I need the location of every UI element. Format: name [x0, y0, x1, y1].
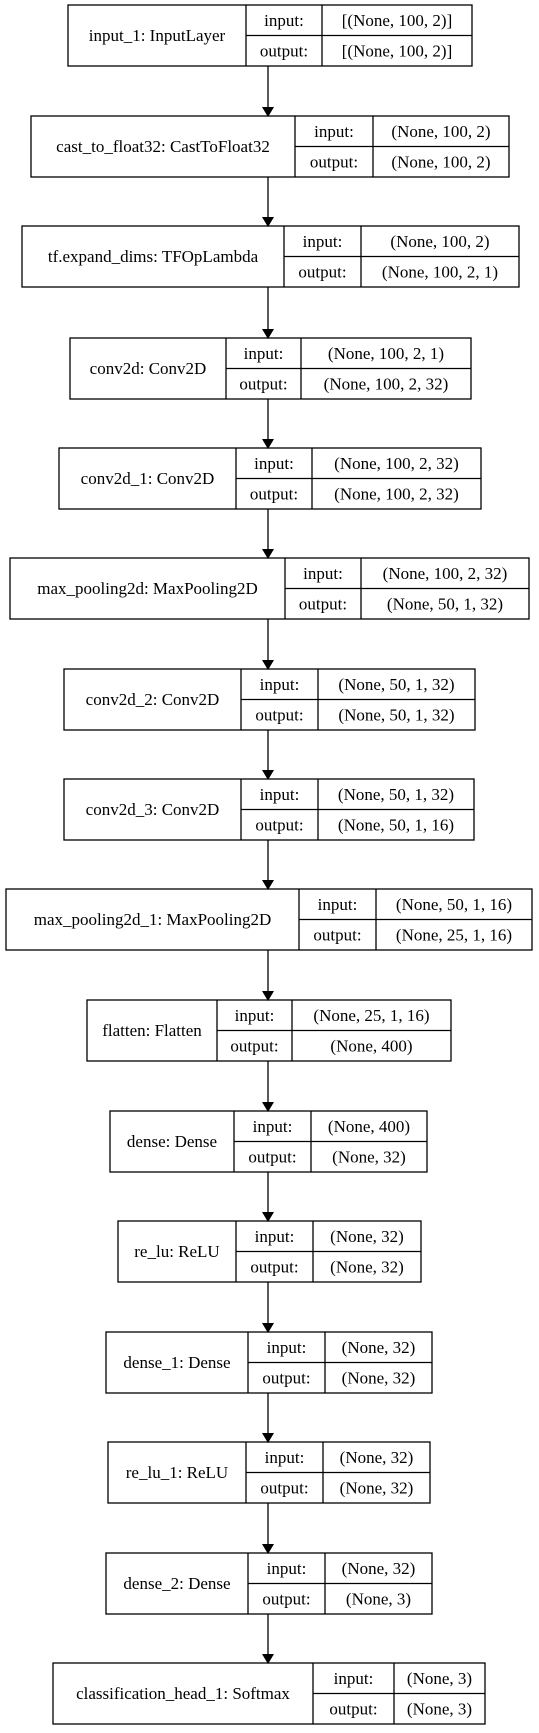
layer-node: conv2d_2: Conv2D input: output: (None, 50, … [63, 668, 476, 731]
input-shape: (None, 100, 2, 1) [328, 344, 444, 363]
layer-node: max_pooling2d: MaxPooling2D input: output:… [9, 557, 530, 620]
output-label: output: [250, 484, 298, 503]
output-label: output: [262, 1368, 310, 1387]
output-shape: (None, 32) [342, 1368, 416, 1387]
output-shape: (None, 32) [340, 1478, 414, 1497]
layer-node: dense: Dense input: output: (None, 400) (Non… [109, 1110, 428, 1173]
output-label: output: [250, 1257, 298, 1276]
input-label: input: [255, 1227, 295, 1246]
layer-name: conv2d_2: Conv2D [86, 690, 220, 709]
layer-node: conv2d_1: Conv2D input: output: (None, 100,… [58, 447, 482, 510]
input-label: input: [314, 122, 354, 141]
input-label: input: [244, 344, 284, 363]
layer-name: conv2d_1: Conv2D [81, 469, 215, 488]
layer-name: cast_to_float32: CastToFloat32 [56, 137, 270, 156]
layer-name: conv2d_3: Conv2D [86, 800, 220, 819]
layer-node: conv2d_3: Conv2D input: output: (None, 50, … [63, 778, 475, 841]
output-shape: (None, 32) [330, 1257, 404, 1276]
input-label: input: [318, 895, 358, 914]
output-label: output: [239, 374, 287, 393]
input-label: input: [334, 1669, 374, 1688]
output-shape: (None, 400) [330, 1036, 412, 1055]
layer-name: dense_2: Dense [123, 1574, 230, 1593]
output-shape: [(None, 100, 2)] [342, 41, 452, 60]
output-shape: (None, 100, 2) [391, 152, 490, 171]
input-shape: (None, 100, 2, 32) [334, 454, 459, 473]
layer-node: dense_2: Dense input: output: (None, 32) (No… [105, 1552, 433, 1615]
output-label: output: [310, 152, 358, 171]
input-label: input: [235, 1006, 275, 1025]
output-label: output: [262, 1589, 310, 1608]
layer-node: conv2d: Conv2D input: output: (None, 100, 2… [69, 337, 472, 400]
layer-node: tf.expand_dims: TFOpLambda input: output: (… [21, 225, 520, 288]
output-shape: (None, 25, 1, 16) [396, 925, 512, 944]
input-shape: (None, 32) [342, 1338, 416, 1357]
output-label: output: [260, 1478, 308, 1497]
output-label: output: [255, 815, 303, 834]
input-label: input: [264, 11, 304, 30]
layer-name: re_lu_1: ReLU [126, 1463, 228, 1482]
output-shape: (None, 50, 1, 32) [338, 705, 454, 724]
layer-node: dense_1: Dense input: output: (None, 32) (No… [105, 1331, 433, 1394]
input-shape: (None, 100, 2, 32) [383, 564, 508, 583]
layer-node: cast_to_float32: CastToFloat32 input: outp… [30, 115, 510, 178]
output-label: output: [329, 1699, 377, 1718]
input-shape: (None, 50, 1, 16) [396, 895, 512, 914]
output-label: output: [260, 41, 308, 60]
layer-name: re_lu: ReLU [134, 1242, 219, 1261]
output-label: output: [298, 262, 346, 281]
input-shape: [(None, 100, 2)] [342, 11, 452, 30]
output-shape: (None, 100, 2, 32) [324, 374, 449, 393]
input-shape: (None, 50, 1, 32) [338, 785, 454, 804]
layer-name: input_1: InputLayer [89, 26, 226, 45]
input-label: input: [253, 1117, 293, 1136]
input-label: input: [267, 1559, 307, 1578]
layer-name: tf.expand_dims: TFOpLambda [48, 247, 259, 266]
input-shape: (None, 32) [342, 1559, 416, 1578]
input-label: input: [303, 564, 343, 583]
layer-name: dense: Dense [127, 1132, 217, 1151]
input-label: input: [260, 675, 300, 694]
layer-name: dense_1: Dense [123, 1353, 230, 1372]
layer-node: flatten: Flatten input: output: (None, 25, … [86, 999, 452, 1062]
layer-node: classification_head_1: Softmax input: outp… [52, 1662, 486, 1725]
layer-name: max_pooling2d_1: MaxPooling2D [34, 910, 272, 929]
input-shape: (None, 50, 1, 32) [338, 675, 454, 694]
input-shape: (None, 25, 1, 16) [313, 1006, 429, 1025]
output-shape: (None, 32) [332, 1147, 406, 1166]
output-shape: (None, 100, 2, 1) [382, 262, 498, 281]
layer-name: classification_head_1: Softmax [76, 1684, 290, 1703]
layer-node: re_lu_1: ReLU input: output: (None, 32) (Non… [107, 1441, 431, 1504]
input-label: input: [303, 232, 343, 251]
layer-node: max_pooling2d_1: MaxPooling2D input: outpu… [5, 888, 533, 951]
input-label: input: [260, 785, 300, 804]
input-shape: (None, 3) [407, 1669, 472, 1688]
layer-name: flatten: Flatten [102, 1021, 202, 1040]
layer-name: max_pooling2d: MaxPooling2D [37, 579, 258, 598]
input-shape: (None, 32) [330, 1227, 404, 1246]
input-shape: (None, 32) [340, 1448, 414, 1467]
input-shape: (None, 100, 2) [390, 232, 489, 251]
layer-name: conv2d: Conv2D [90, 359, 207, 378]
output-label: output: [313, 925, 361, 944]
output-label: output: [248, 1147, 296, 1166]
output-label: output: [255, 705, 303, 724]
output-label: output: [230, 1036, 278, 1055]
output-shape: (None, 50, 1, 32) [387, 594, 503, 613]
output-shape: (None, 3) [407, 1699, 472, 1718]
output-shape: (None, 3) [346, 1589, 411, 1608]
input-shape: (None, 100, 2) [391, 122, 490, 141]
output-label: output: [299, 594, 347, 613]
input-shape: (None, 400) [328, 1117, 410, 1136]
layer-node: input_1: InputLayer input: output: [(None, … [67, 4, 473, 67]
input-label: input: [265, 1448, 305, 1467]
output-shape: (None, 100, 2, 32) [334, 484, 459, 503]
input-label: input: [267, 1338, 307, 1357]
output-shape: (None, 50, 1, 16) [338, 815, 454, 834]
layer-node: re_lu: ReLU input: output: (None, 32) (None,… [117, 1220, 422, 1283]
input-label: input: [254, 454, 294, 473]
